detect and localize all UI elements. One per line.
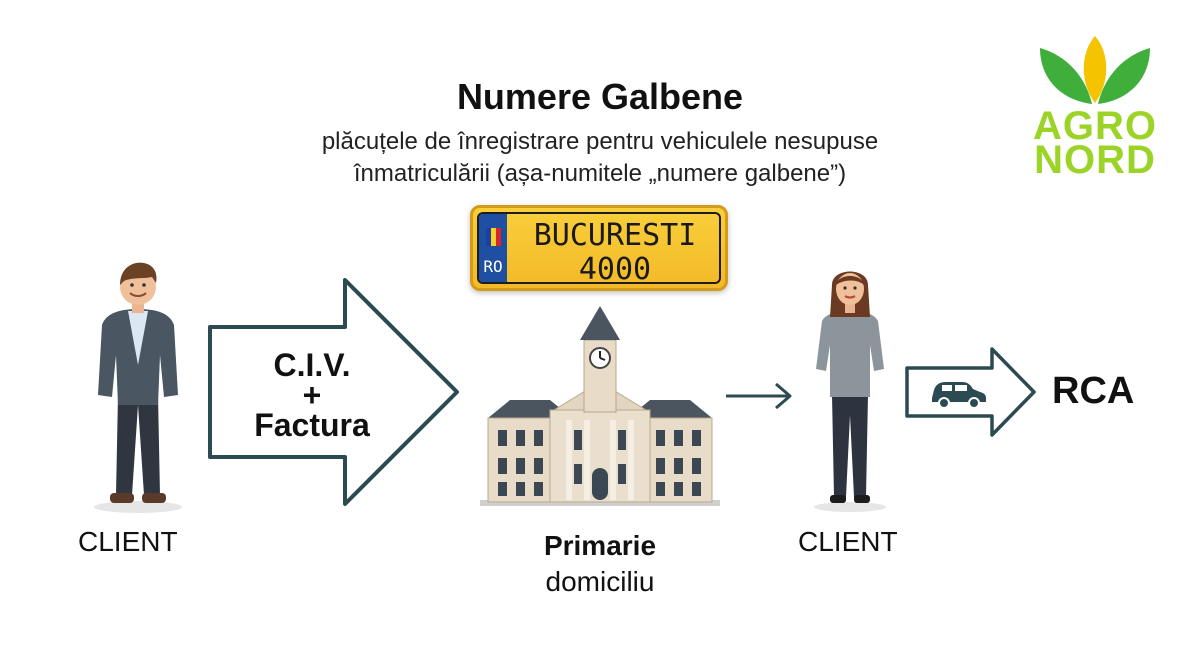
arrow-text-line-2: + [302,377,322,413]
rca-label: RCA [1052,370,1135,412]
diagram-subtitle: plăcuțele de înregistrare pentru vehicul… [200,126,1000,190]
yellow-license-plate: RO BUCURESTI 4000 [470,205,728,291]
logo-line-1: AGRO [1033,104,1157,148]
right-client-label: CLIENT [798,526,898,557]
diagram-title: Numere Galbene [456,76,744,117]
arrow-text-line-1: C.I.V. [273,347,351,383]
building-label-primarie: Primarie [543,530,657,561]
plate-line-2: 4000 [578,252,652,287]
plate-country-code: RO [483,257,503,276]
leaf-icon [1040,36,1150,104]
plate-border: RO BUCURESTI 4000 [477,212,721,287]
man-client-icon [94,262,182,513]
subtitle-line-1: plăcuțele de înregistrare pentru vehicul… [321,128,879,155]
plate-line-1: BUCURESTI [533,218,697,253]
romania-flag-icon [486,228,501,246]
building-label-domiciliu: domiciliu [545,566,655,597]
woman-client-icon [814,271,886,512]
small-arrow-icon [726,382,792,410]
car-arrow-icon [905,347,1036,437]
arrow-text-line-3: Factura [254,407,370,443]
plate-eu-band: RO [479,214,507,282]
car-icon [932,382,986,409]
logo-line-2: NORD [1034,138,1156,182]
subtitle-line-2: înmatriculării (așa-numitele „numere gal… [353,160,847,187]
left-client-label: CLIENT [78,526,178,557]
city-hall-building-icon [480,306,720,506]
agro-nord-logo: AGRO NORD [1020,28,1170,182]
big-arrow-icon [208,278,459,506]
